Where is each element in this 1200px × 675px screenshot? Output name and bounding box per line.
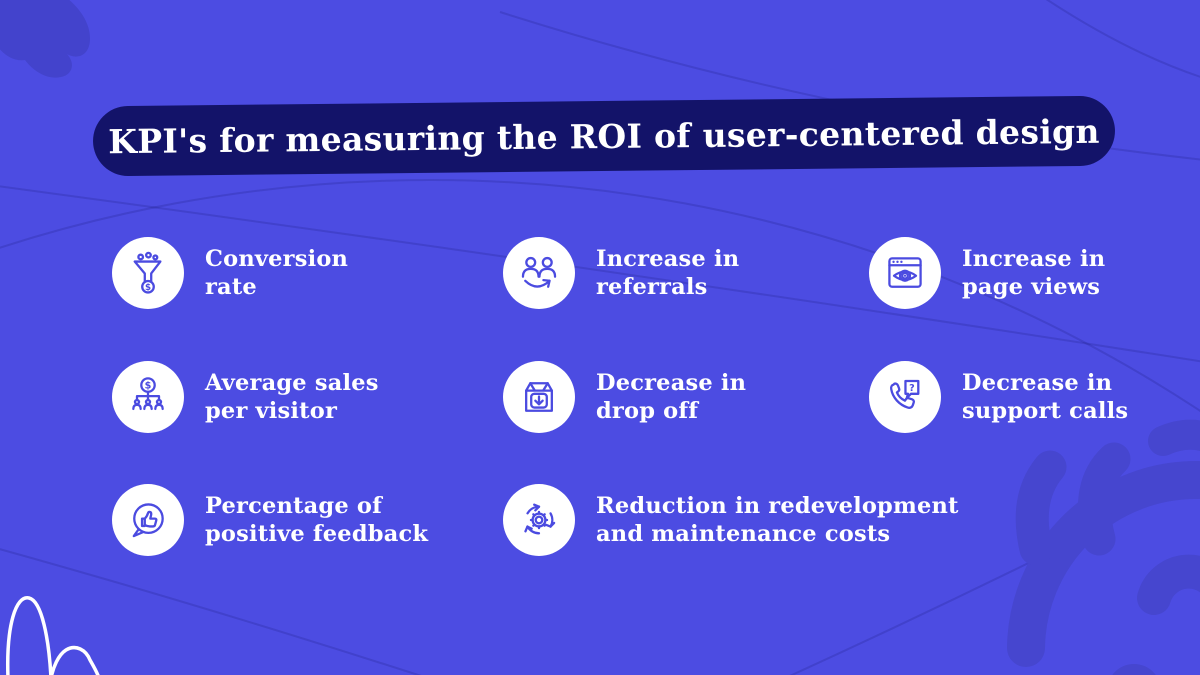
package-drop-icon <box>503 361 575 433</box>
kpi-label: Average sales per visitor <box>205 370 379 424</box>
swirl-bottom-right <box>1007 419 1200 675</box>
kpi-label: Increase in page views <box>962 246 1106 300</box>
title-banner: KPI's for measuring the ROI of user-cent… <box>92 95 1116 177</box>
sales-network-icon: $ <box>112 361 184 433</box>
kpi-item-increase-page-views: Increase in page views <box>869 237 1105 309</box>
kpi-item-increase-referrals: Increase in referrals <box>503 237 739 309</box>
kpi-label: Conversion rate <box>205 246 349 300</box>
svg-text:$: $ <box>145 381 152 392</box>
decor-arc-line <box>1045 0 1200 78</box>
kpi-label: Increase in referrals <box>596 246 740 300</box>
support-call-icon: ? <box>869 361 941 433</box>
svg-text:?: ? <box>909 383 915 394</box>
kpi-item-reduction-costs: Reduction in redevelopment and maintenan… <box>503 484 959 556</box>
kpi-item-conversion-rate: $ Conversion rate <box>112 237 348 309</box>
kpi-item-decrease-support-calls: ? Decrease in support calls <box>869 361 1128 433</box>
decor-arc-line <box>0 548 422 675</box>
outline-squiggle-bottom-left <box>6 596 100 675</box>
recycle-gear-icon <box>503 484 575 556</box>
kpi-item-positive-feedback: Percentage of positive feedback <box>112 484 428 556</box>
kpi-item-decrease-drop-off: Decrease in drop off <box>503 361 746 433</box>
page-title: KPI's for measuring the ROI of user-cent… <box>108 111 1100 161</box>
svg-text:$: $ <box>145 283 151 293</box>
kpi-label: Reduction in redevelopment and maintenan… <box>596 493 959 547</box>
kpi-item-average-sales: $ Average sales per visitor <box>112 361 379 433</box>
referral-users-icon <box>503 237 575 309</box>
funnel-dollar-icon: $ <box>112 237 184 309</box>
kpi-label: Decrease in drop off <box>596 370 747 424</box>
kpi-label: Percentage of positive feedback <box>205 493 429 547</box>
browser-eye-icon <box>869 237 941 309</box>
kpi-label: Decrease in support calls <box>962 370 1129 424</box>
blob-top-left <box>0 0 90 78</box>
thumbs-up-bubble-icon <box>112 484 184 556</box>
